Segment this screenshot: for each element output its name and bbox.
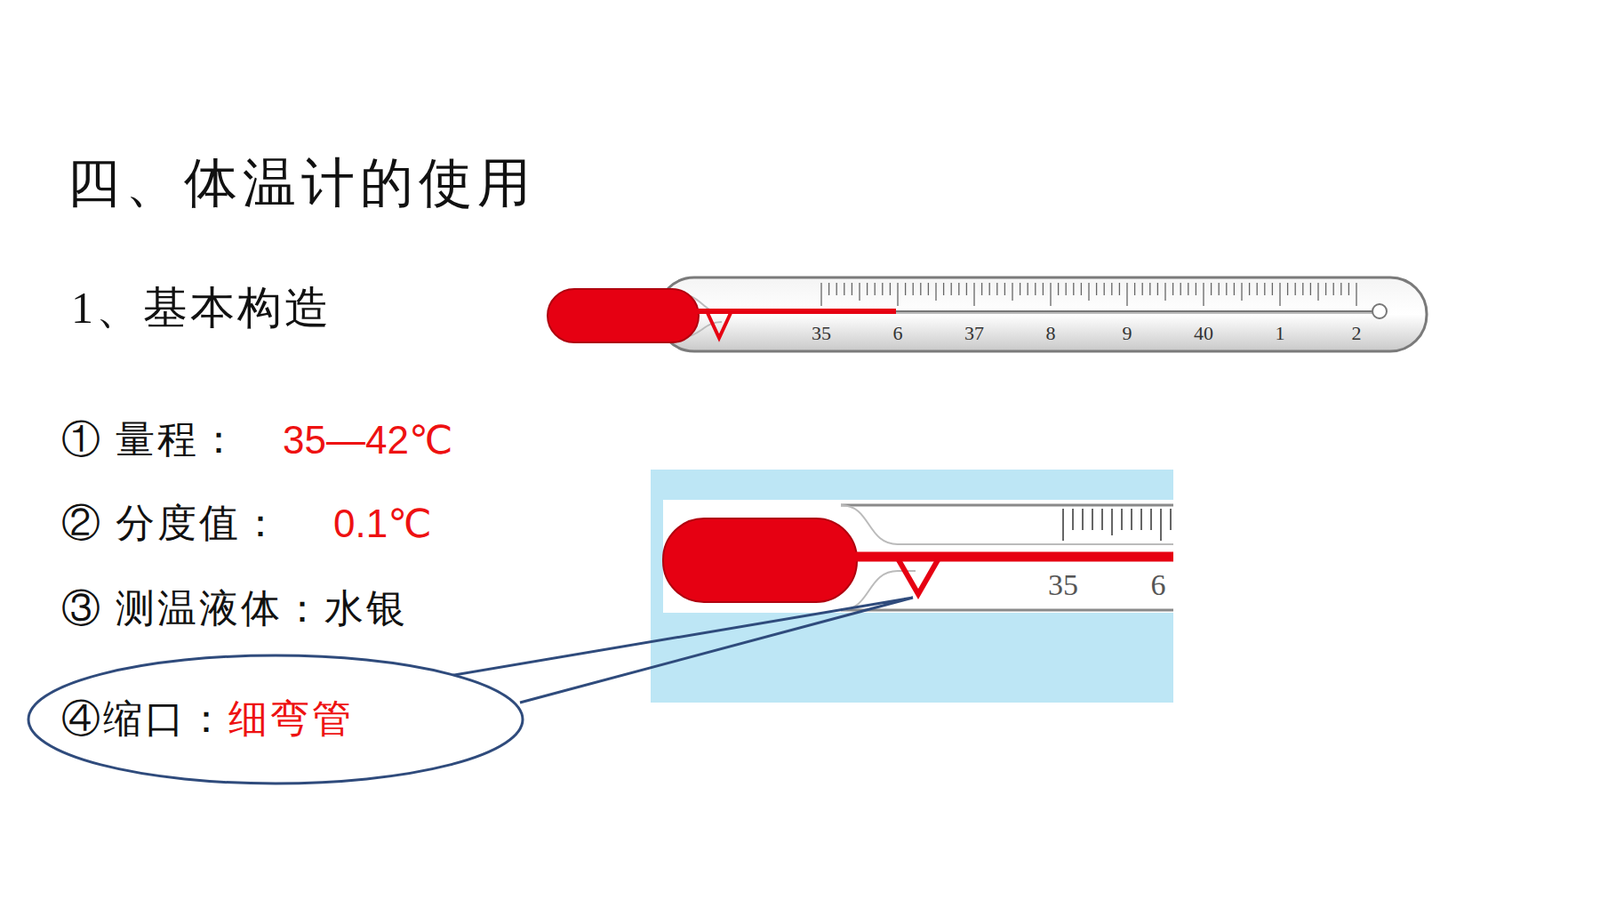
zoom-picture xyxy=(650,469,1197,703)
slide-title: 四、体温计的使用 xyxy=(66,152,536,215)
item-value: 细弯管 xyxy=(228,696,354,741)
scale-number: 6 xyxy=(1151,567,1167,602)
scale-number: 8 xyxy=(1046,321,1056,344)
scale-number: 1 xyxy=(1275,321,1286,344)
item-label: ② 分度值： xyxy=(61,501,283,547)
thermometer xyxy=(547,277,1427,352)
callout-bubble: ④缩口：细弯管 xyxy=(25,652,526,786)
item-label: ③ 测温液体：水银 xyxy=(61,586,408,632)
scale-number: 9 xyxy=(1122,321,1133,344)
item-label: ① 量程： xyxy=(61,417,241,464)
section-heading: 1、基本构造 xyxy=(71,282,332,335)
callout-ellipse xyxy=(28,655,523,784)
scale-number: 6 xyxy=(893,321,904,344)
callout-tail xyxy=(448,597,913,703)
item-value: 0.1℃ xyxy=(333,501,432,547)
scale-number: 2 xyxy=(1352,321,1362,344)
item-value: 35—42℃ xyxy=(282,417,453,464)
scale-number: 35 xyxy=(1048,567,1079,602)
scale-number: 37 xyxy=(964,321,984,344)
scale-number: 35 xyxy=(811,321,832,344)
callout-text: ④缩口：细弯管 xyxy=(25,696,381,743)
scale-number: 40 xyxy=(1193,321,1214,344)
item-label: ④缩口： xyxy=(61,696,229,741)
